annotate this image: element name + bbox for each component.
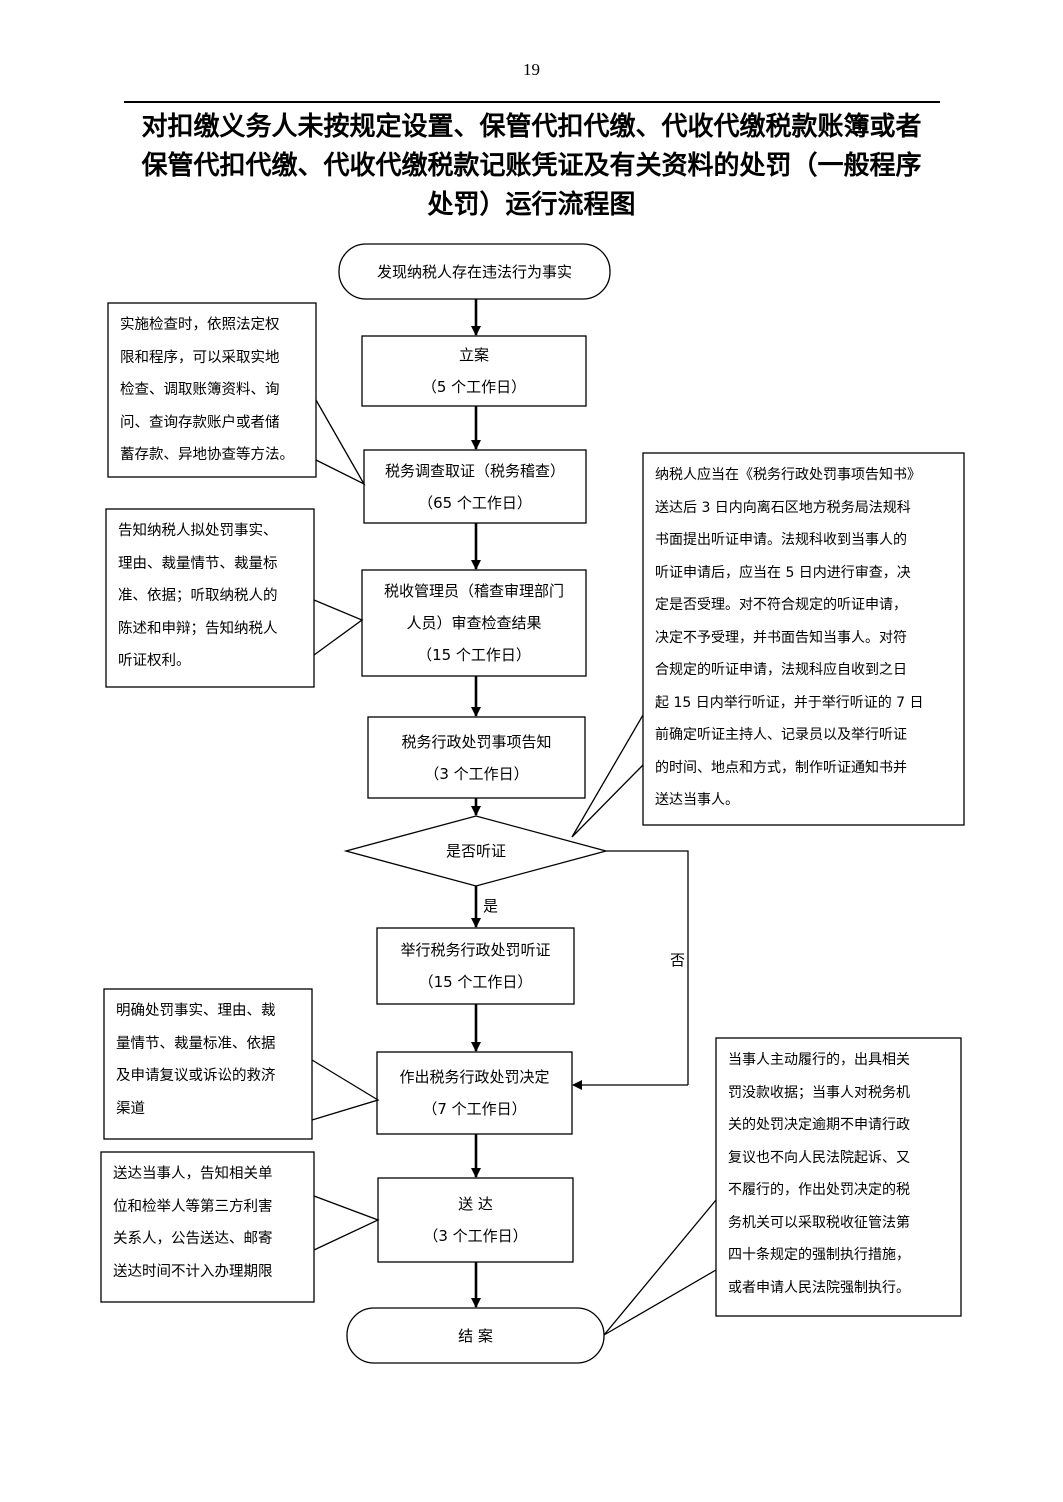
note-decision-content: 明确处罚事实、理由、裁 量情节、裁量标准、依据 及申请复议或诉讼的救济 渠道 bbox=[104, 989, 312, 1139]
step-notice-time: （3 个工作日） bbox=[424, 764, 529, 783]
step-decision-time: （7 个工作日） bbox=[422, 1100, 527, 1118]
start-label: 发现纳税人存在违法行为事实 bbox=[339, 244, 610, 299]
note-line: 不履行的，作出处罚决定的税 bbox=[728, 1182, 910, 1198]
title-line-1: 对扣缴义务人未按规定设置、保管代扣代缴、代收代缴税款账簿或者 bbox=[141, 112, 922, 142]
title-line-2: 保管代扣代缴、代收代缴税款记账凭证及有关资料的处罚（一般程序 bbox=[141, 151, 922, 181]
note-line: 明确处罚事实、理由、裁 bbox=[116, 1003, 276, 1019]
callout-hearing bbox=[571, 714, 644, 838]
note-line: 听证权利。 bbox=[118, 653, 191, 669]
callout-rights bbox=[313, 599, 364, 656]
note-inspection-box bbox=[107, 302, 317, 478]
step-filing-box bbox=[361, 335, 587, 407]
step-decision-name: 作出税务行政处罚决定 bbox=[399, 1068, 550, 1086]
callout-enforcement bbox=[603, 1199, 717, 1336]
note-line: 的时间、地点和方式，制作听证通知书并 bbox=[655, 759, 907, 776]
step-delivery-time: （3 个工作日） bbox=[423, 1227, 528, 1245]
note-line: 务机关可以采取税收征管法第 bbox=[728, 1214, 910, 1231]
note-line: 前确定听证主持人、记录员以及举行听证 bbox=[655, 727, 907, 743]
step-review-name-1: 税收管理员（稽查审理部门 bbox=[383, 582, 564, 600]
step-review-time: （15 个工作日） bbox=[417, 646, 531, 664]
step-notice: 税务行政处罚事项告知 （3 个工作日） bbox=[368, 717, 585, 798]
step-review-name-2: 人员）审查检查结果 bbox=[406, 614, 542, 632]
note-hearing-procedure: 纳税人应当在《税务行政处罚事项告知书》 送达后 3 日内向离石区地方税务局法规科… bbox=[643, 453, 964, 825]
note-line: 准、依据；听取纳税人的 bbox=[118, 588, 278, 604]
page-number: 19 bbox=[523, 60, 540, 79]
note-line: 罚没款收据；当事人对税务机 bbox=[728, 1084, 910, 1101]
start-terminal bbox=[338, 243, 611, 300]
note-delivery-content: 送达当事人，告知相关单 位和检举人等第三方利害 关系人，公告送达、邮寄 送达时间… bbox=[101, 1152, 314, 1302]
note-line: 起 15 日内举行听证，并于举行听证的 7 日 bbox=[655, 694, 924, 711]
page-title: 对扣缴义务人未按规定设置、保管代扣代缴、代收代缴税款账簿或者 保管代扣代缴、代收… bbox=[110, 108, 953, 225]
note-line: 复议也不向人民法院起诉、又 bbox=[728, 1149, 910, 1166]
note-line: 问、查询存款账户或者储 bbox=[120, 414, 280, 431]
step-filing: 立案 （5 个工作日） bbox=[362, 336, 586, 406]
note-line: 实施检查时，依照法定权 bbox=[120, 317, 280, 333]
no-label: 否 bbox=[670, 951, 686, 969]
step-decision-box bbox=[376, 1051, 573, 1135]
note-line: 陈述和申辩；告知纳税人 bbox=[118, 620, 278, 637]
end-label: 结 案 bbox=[347, 1308, 604, 1363]
note-line: 定是否受理。对不符合规定的听证申请， bbox=[655, 597, 907, 613]
note-notify-rights: 告知纳税人拟处罚事实、 理由、裁量情节、裁量标 准、依据；听取纳税人的 陈述和申… bbox=[106, 509, 314, 687]
decision-question: 是否听证 bbox=[346, 816, 606, 886]
note-line: 纳税人应当在《税务行政处罚事项告知书》 bbox=[655, 467, 921, 483]
note-line: 送达当事人。 bbox=[655, 792, 739, 808]
note-line: 渠道 bbox=[116, 1100, 145, 1117]
note-line: 蓄存款、异地协查等方法。 bbox=[120, 447, 294, 463]
note-line: 决定不予受理，并书面告知当事人。对符 bbox=[655, 629, 907, 646]
note-line: 合规定的听证申请，法规科应自收到之日 bbox=[655, 662, 907, 678]
callout-inspection bbox=[315, 399, 366, 486]
step-hearing: 举行税务行政处罚听证 （15 个工作日） bbox=[377, 928, 574, 1004]
note-inspection-methods: 实施检查时，依照法定权 限和程序，可以采取实地 检查、调取账簿资料、询 问、查询… bbox=[108, 303, 316, 477]
note-line: 关系人，公告送达、邮寄 bbox=[113, 1231, 273, 1247]
step-review-box bbox=[361, 569, 587, 677]
step-investigation: 税务调查取证（税务稽查） （65 个工作日） bbox=[364, 450, 586, 523]
no-branch-line bbox=[606, 850, 689, 1085]
callout-decision bbox=[311, 1059, 380, 1121]
note-line: 当事人主动履行的，出具相关 bbox=[728, 1052, 910, 1068]
step-notice-name: 税务行政处罚事项告知 bbox=[401, 732, 552, 751]
step-investigation-name: 税务调查取证（税务稽查） bbox=[384, 461, 565, 480]
note-decision-box bbox=[103, 988, 313, 1140]
note-line: 位和检举人等第三方利害 bbox=[113, 1198, 273, 1215]
note-line: 及申请复议或诉讼的救济 bbox=[116, 1068, 276, 1084]
note-line: 关的处罚决定逾期不申请行政 bbox=[728, 1117, 910, 1133]
note-rights-box bbox=[105, 508, 315, 688]
title-rule bbox=[124, 101, 940, 103]
note-line: 书面提出听证申请。法规科收到当事人的 bbox=[655, 532, 907, 548]
yes-label: 是 bbox=[483, 897, 499, 915]
note-enforcement: 当事人主动履行的，出具相关 罚没款收据；当事人对税务机 关的处罚决定逾期不申请行… bbox=[716, 1038, 961, 1316]
note-line: 送达后 3 日内向离石区地方税务局法规科 bbox=[655, 499, 911, 516]
note-hearing-box bbox=[642, 452, 965, 826]
note-line: 送达时间不计入办理期限 bbox=[113, 1263, 273, 1280]
step-filing-name: 立案 bbox=[458, 346, 489, 364]
note-delivery-box bbox=[100, 1151, 315, 1303]
start-text: 发现纳税人存在违法行为事实 bbox=[376, 262, 572, 281]
step-review: 税收管理员（稽查审理部门 人员）审查检查结果 （15 个工作日） bbox=[362, 570, 586, 676]
note-line: 检查、调取账簿资料、询 bbox=[120, 382, 280, 398]
step-filing-time: （5 个工作日） bbox=[421, 378, 527, 396]
step-hearing-name: 举行税务行政处罚听证 bbox=[400, 941, 551, 959]
note-line: 四十条规定的强制执行措施， bbox=[728, 1247, 910, 1263]
title-line-3: 处罚）运行流程图 bbox=[427, 190, 636, 220]
note-line: 量情节、裁量标准、依据 bbox=[116, 1035, 276, 1052]
step-delivery: 送 达 （3 个工作日） bbox=[378, 1178, 573, 1262]
end-terminal bbox=[346, 1307, 605, 1364]
callout-delivery bbox=[313, 1195, 380, 1251]
note-line: 告知纳税人拟处罚事实、 bbox=[118, 523, 278, 539]
step-delivery-name: 送 达 bbox=[458, 1195, 493, 1213]
note-line: 听证申请后，应当在 5 日内进行审查，决 bbox=[655, 564, 911, 581]
note-line: 或者申请人民法院强制执行。 bbox=[728, 1279, 910, 1296]
note-enforcement-box bbox=[715, 1037, 962, 1317]
end-text: 结 案 bbox=[458, 1326, 493, 1345]
step-decision: 作出税务行政处罚决定 （7 个工作日） bbox=[377, 1052, 572, 1134]
note-line: 理由、裁量情节、裁量标 bbox=[118, 555, 278, 572]
step-investigation-time: （65 个工作日） bbox=[418, 493, 532, 512]
note-line: 限和程序，可以采取实地 bbox=[120, 349, 280, 366]
step-hearing-time: （15 个工作日） bbox=[418, 973, 533, 991]
decision-question-text: 是否听证 bbox=[445, 842, 506, 860]
note-line: 送达当事人，告知相关单 bbox=[113, 1166, 273, 1182]
